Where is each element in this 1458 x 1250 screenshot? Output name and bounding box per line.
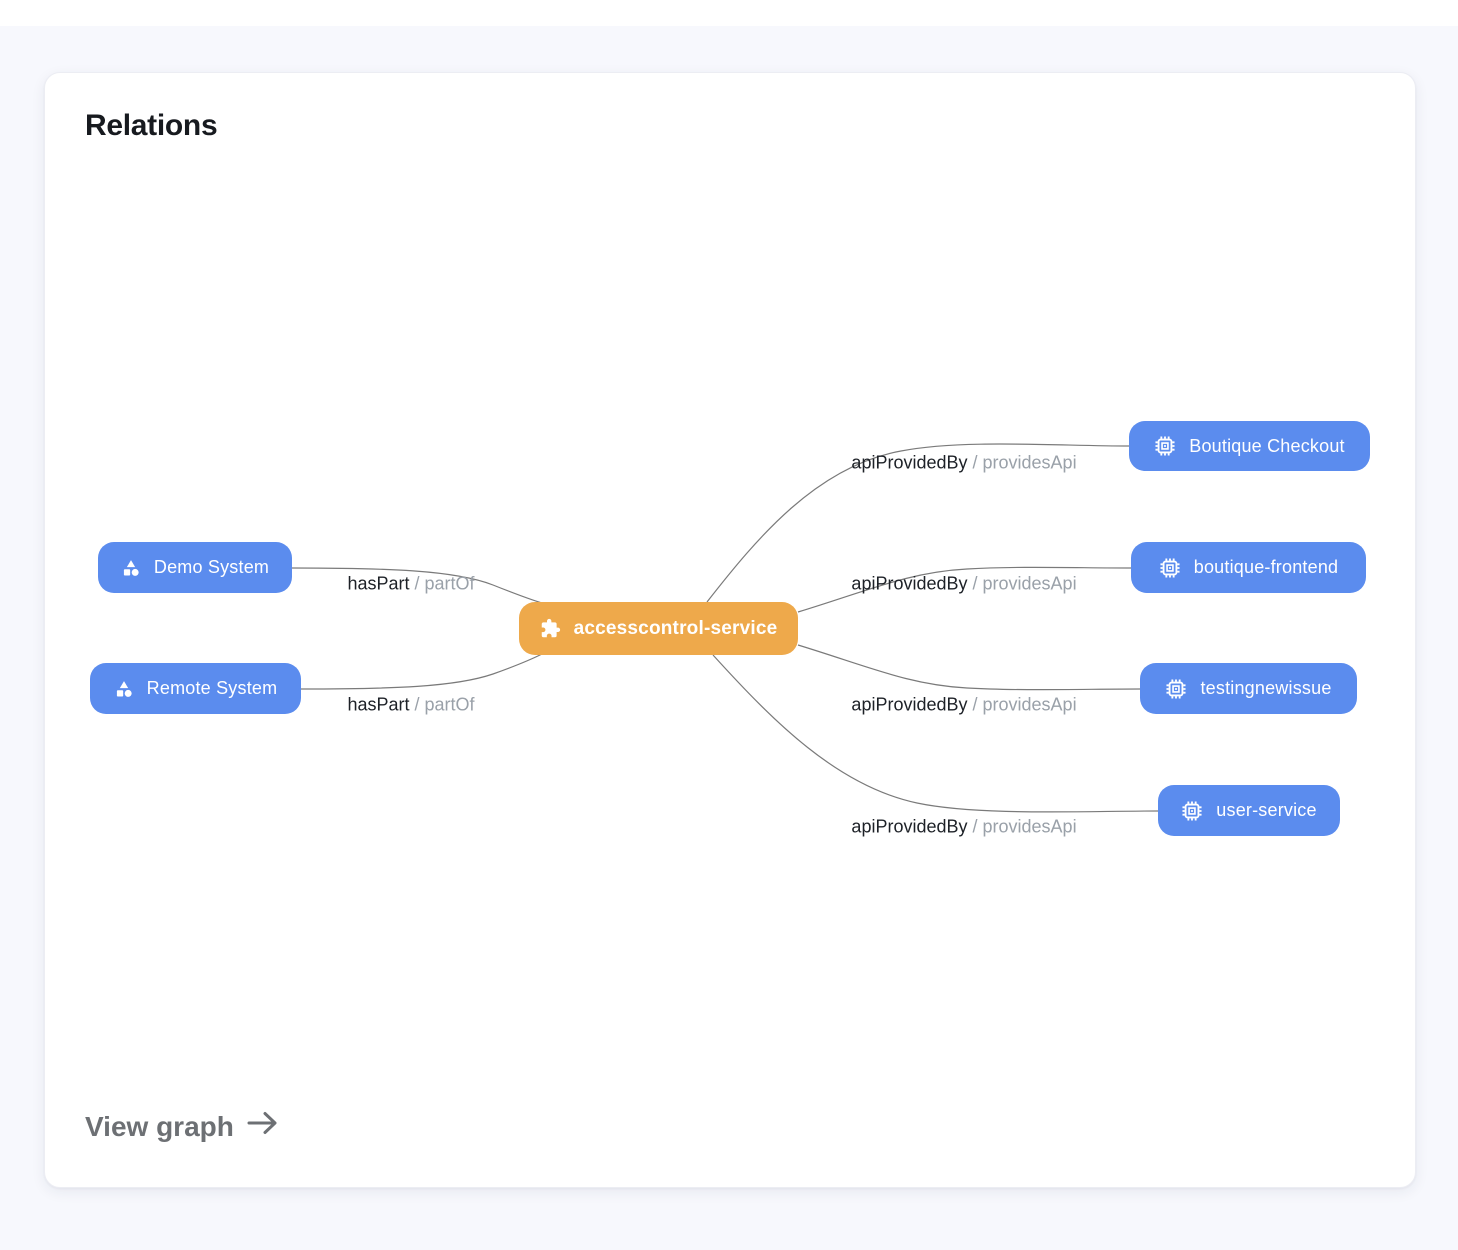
node-remote-system[interactable]: Remote System (90, 663, 301, 714)
view-graph-label: View graph (85, 1110, 234, 1142)
relations-graph: hasPart/ partOf hasPart/ partOf apiProvi… (45, 73, 1415, 1187)
node-testingnewissue[interactable]: testingnewissue (1140, 663, 1357, 714)
node-label: Remote System (146, 678, 278, 698)
relations-card: Relations hasPart/ partOf hasPart/ partO… (44, 72, 1416, 1188)
api-chip-icon (1154, 435, 1176, 457)
node-label: boutique-frontend (1193, 557, 1339, 577)
puzzle-icon (540, 618, 561, 639)
api-chip-icon (1181, 800, 1203, 822)
edge-center-to-testingnewissue (797, 644, 1141, 691)
edge-label-apiprovidedby-2: apiProvidedBy/ providesApi (851, 573, 1077, 594)
edge-label-apiprovidedby-1: apiProvidedBy/ providesApi (851, 452, 1077, 473)
edge-label-haspart-remote: hasPart/ partOf (347, 694, 475, 715)
api-chip-icon (1159, 557, 1181, 579)
system-icon (114, 679, 134, 699)
system-icon (121, 558, 141, 578)
node-label: testingnewissue (1200, 678, 1332, 698)
node-label: user-service (1216, 800, 1317, 820)
view-graph-link[interactable]: View graph (85, 1109, 280, 1144)
node-user-service[interactable]: user-service (1158, 785, 1340, 836)
edge-label-apiprovidedby-3: apiProvidedBy/ providesApi (851, 694, 1077, 715)
edge-label-apiprovidedby-4: apiProvidedBy/ providesApi (851, 816, 1077, 837)
edge-center-to-user-service (712, 654, 1159, 813)
node-boutique-checkout[interactable]: Boutique Checkout (1129, 421, 1370, 471)
api-chip-icon (1165, 678, 1187, 700)
edge-label-haspart-demo: hasPart/ partOf (347, 573, 475, 594)
node-boutique-frontend[interactable]: boutique-frontend (1131, 542, 1366, 593)
node-label: Boutique Checkout (1189, 435, 1345, 456)
node-accesscontrol-service[interactable]: accesscontrol-service (519, 602, 798, 655)
arrow-right-icon (246, 1109, 280, 1144)
node-demo-system[interactable]: Demo System (98, 542, 292, 593)
node-label: Demo System (153, 557, 270, 577)
node-label: accesscontrol-service (573, 617, 778, 639)
card-title: Relations (85, 109, 218, 142)
edge-remote-to-center (300, 653, 543, 690)
